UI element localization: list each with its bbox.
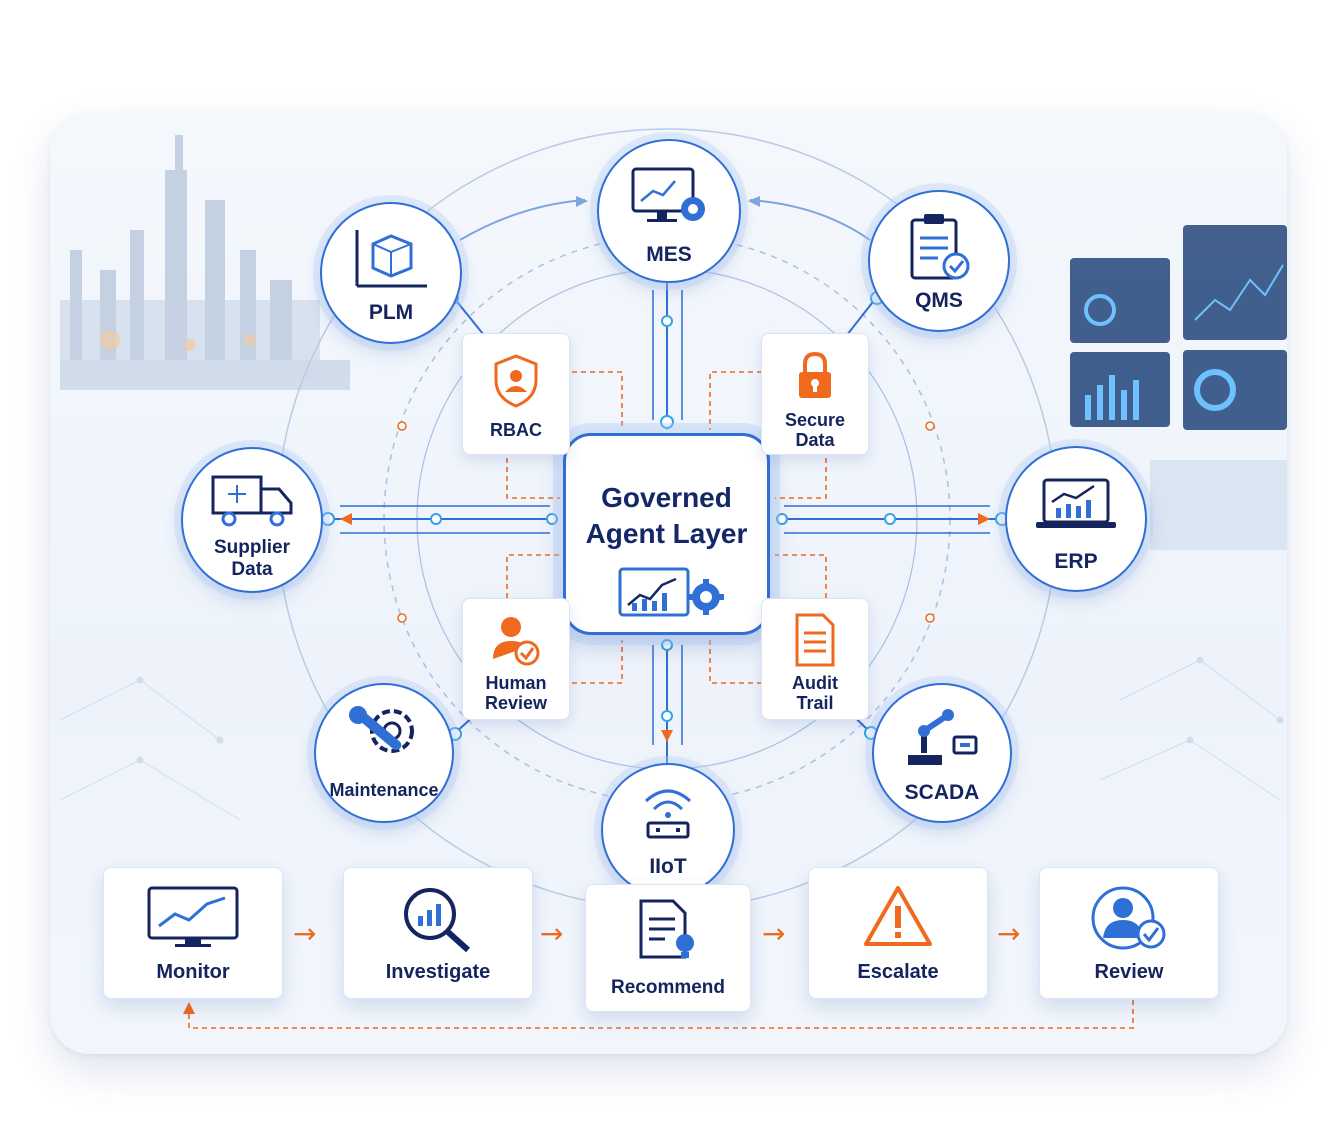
step-escalate-label: Escalate — [857, 961, 939, 983]
node-supplier-label: Supplier Data — [183, 537, 321, 581]
wrench-gear-icon — [349, 706, 414, 753]
refinery-illustration — [60, 135, 350, 390]
center-title-line1: Governed — [601, 482, 732, 513]
center-title: Governed Agent Layer — [566, 480, 767, 552]
node-scada-label: SCADA — [904, 781, 980, 804]
step-recommend-label: Recommend — [610, 977, 726, 998]
warning-triangle-icon — [864, 886, 932, 946]
secure-line1: Secure — [784, 410, 846, 430]
node-mes[interactable]: MES — [597, 139, 741, 283]
human-line1: Human — [485, 673, 547, 693]
user-check-icon — [493, 617, 540, 666]
network-mesh — [59, 656, 1284, 821]
document-bulb-icon — [639, 899, 694, 959]
arrow-right-icon: → — [762, 917, 786, 950]
node-qms[interactable]: QMS — [868, 190, 1010, 332]
cad-cube-icon — [355, 230, 427, 288]
arrow-right-icon: → — [997, 917, 1021, 950]
node-erp[interactable]: ERP — [1005, 446, 1147, 592]
control-rbac-label: RBAC — [490, 420, 542, 440]
node-maintenance[interactable]: Maintenance — [314, 683, 454, 823]
arrow-right-icon: → — [293, 917, 317, 950]
truck-icon — [211, 475, 293, 527]
node-plm-label: PLM — [368, 301, 414, 324]
monitor-chart-icon — [147, 886, 239, 947]
governed-agent-layer[interactable]: Governed Agent Layer — [563, 433, 770, 635]
node-iiot[interactable]: IIoT — [601, 763, 735, 897]
arrow-right-icon: → — [540, 917, 564, 950]
control-audit-trail[interactable]: Audit Trail — [761, 598, 869, 720]
control-human-label: Human Review — [463, 673, 569, 713]
step-monitor-label: Monitor — [156, 961, 230, 983]
user-check-icon — [1091, 886, 1166, 950]
node-qms-label: QMS — [915, 289, 963, 312]
step-investigate[interactable]: Investigate — [343, 867, 533, 999]
step-review[interactable]: Review — [1039, 867, 1219, 999]
step-review-label: Review — [1094, 961, 1164, 983]
control-room-dashboards — [1070, 225, 1287, 550]
node-supplier-data[interactable]: Supplier Data — [181, 447, 323, 593]
robot-arm-icon — [908, 709, 978, 765]
padlock-icon — [799, 351, 831, 398]
step-monitor[interactable]: Monitor — [103, 867, 283, 999]
diagram-card: Governed Agent Layer MES — [50, 112, 1287, 1054]
node-plm[interactable]: PLM — [320, 202, 462, 344]
audit-line1: Audit — [792, 673, 838, 693]
audit-line2: Trail — [796, 693, 834, 713]
shield-user-icon — [494, 354, 538, 408]
control-human-review[interactable]: Human Review — [462, 598, 570, 720]
secure-line2: Data — [795, 430, 835, 450]
document-icon — [795, 613, 835, 667]
node-maintenance-label: Maintenance — [329, 780, 439, 800]
wifi-device-icon — [644, 789, 692, 839]
supplier-line1: Supplier — [213, 537, 290, 558]
node-scada[interactable]: SCADA — [872, 683, 1012, 823]
laptop-chart-icon — [1036, 478, 1116, 528]
node-iiot-label: IIoT — [649, 855, 687, 878]
node-erp-label: ERP — [1054, 550, 1098, 573]
control-secure-data[interactable]: Secure Data — [761, 333, 869, 455]
clipboard-check-icon — [910, 214, 970, 280]
supplier-line2: Data — [231, 559, 273, 580]
step-investigate-label: Investigate — [385, 961, 491, 983]
human-line2: Review — [484, 693, 548, 713]
dashboard-gear-icon — [618, 567, 724, 617]
magnifier-chart-icon — [404, 888, 471, 953]
step-escalate[interactable]: Escalate — [808, 867, 988, 999]
control-secure-label: Secure Data — [762, 410, 868, 450]
monitor-gear-icon — [631, 167, 705, 222]
control-audit-label: Audit Trail — [762, 673, 868, 713]
background-decor — [59, 128, 1287, 1029]
control-rbac[interactable]: RBAC — [462, 333, 570, 455]
step-recommend[interactable]: Recommend — [585, 884, 751, 1012]
center-title-line2: Agent Layer — [585, 518, 748, 549]
node-mes-label: MES — [646, 243, 692, 266]
